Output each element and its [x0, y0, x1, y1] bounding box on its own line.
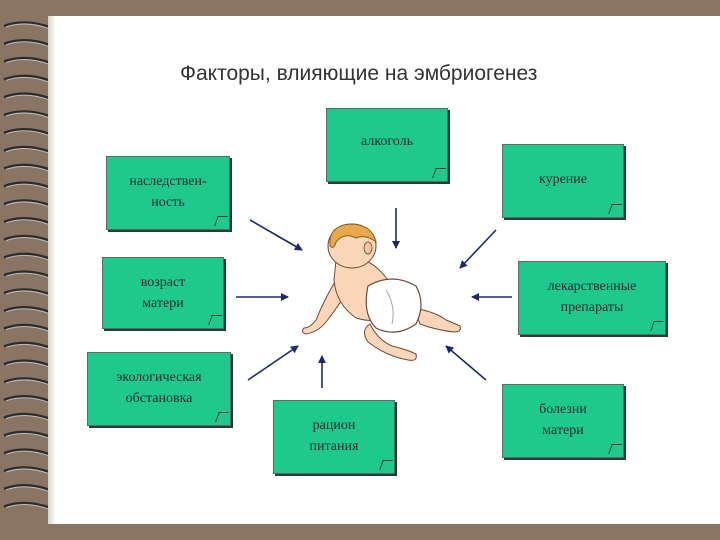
- spiral-loop-highlight: [5, 254, 51, 261]
- spiral-loop: [3, 430, 53, 439]
- spiral-loop: [3, 56, 53, 65]
- spiral-loop: [3, 288, 53, 297]
- spiral-loop: [3, 21, 53, 30]
- spiral-loop: [3, 145, 53, 154]
- spiral-loop-highlight: [5, 415, 51, 422]
- spiral-loop: [3, 484, 53, 492]
- spiral-binding-icon: [3, 21, 53, 511]
- spiral-loop-highlight: [5, 379, 51, 386]
- spiral-loop: [3, 341, 53, 350]
- factor-nutrition-line1: рацион: [312, 418, 356, 433]
- factor-nutrition-line2: питания: [309, 439, 359, 454]
- spiral-loop-highlight: [5, 343, 51, 350]
- spiral-loop: [3, 199, 53, 208]
- spiral-loop: [3, 270, 53, 279]
- spiral-loop-highlight: [5, 59, 51, 66]
- factor-mother-age-line1: возраст: [140, 275, 186, 290]
- factor-medicines-line1: лекарственные: [547, 279, 637, 294]
- spiral-loop: [3, 412, 53, 421]
- factor-smoking-label: курение: [538, 172, 587, 187]
- spiral-loop-highlight: [5, 76, 51, 83]
- spiral-loop: [3, 306, 53, 314]
- factor-mother-age-line2: матери: [142, 296, 184, 311]
- spiral-loop: [3, 217, 53, 225]
- spiral-loop: [3, 501, 53, 510]
- factor-heredity-line1: наследствен-: [129, 174, 207, 189]
- baby-illustration: [301, 223, 461, 361]
- spiral-loop-highlight: [5, 112, 51, 119]
- factor-ecology: экологическая обстановка: [87, 352, 231, 426]
- spiral-loop-highlight: [5, 219, 51, 226]
- factor-ecology-line2: обстановка: [125, 391, 193, 406]
- spiral-loop-highlight: [5, 94, 51, 101]
- spiral-loop-highlight: [5, 361, 51, 368]
- spiral-loop: [3, 234, 53, 243]
- spiral-loop-highlight: [5, 148, 51, 155]
- factor-mother-diseases-line2: матери: [542, 423, 584, 438]
- spiral-loop: [3, 128, 53, 136]
- spiral-loop-highlight: [5, 23, 51, 30]
- spiral-loop: [3, 395, 53, 403]
- spiral-loop: [3, 74, 53, 83]
- spiral-loop: [3, 377, 53, 386]
- arrow-ecology: [247, 345, 299, 381]
- slide-title: Факторы, влияющие на эмбриогенез: [180, 62, 538, 85]
- spiral-loop: [3, 181, 53, 190]
- spiral-loop-highlight: [5, 237, 51, 244]
- factor-smoking: курение: [502, 144, 624, 218]
- factor-alcohol: алкоголь: [326, 108, 448, 182]
- spiral-loop-highlight: [5, 486, 51, 493]
- spiral-loop-highlight: [5, 308, 51, 315]
- spiral-loop: [3, 323, 53, 332]
- spiral-loop-highlight: [5, 397, 51, 404]
- factor-nutrition: рацион питания: [273, 400, 395, 474]
- spiral-loop: [3, 163, 53, 172]
- arrow-heredity: [249, 219, 303, 251]
- spiral-loop-highlight: [5, 326, 51, 333]
- spiral-loop: [3, 92, 53, 101]
- factor-heredity-line2: ность: [151, 195, 185, 210]
- spiral-loop-highlight: [5, 290, 51, 297]
- spiral-loop: [3, 466, 53, 475]
- factor-heredity: наследствен- ность: [106, 156, 230, 230]
- spiral-loop: [3, 359, 53, 368]
- spiral-loop-highlight: [5, 41, 51, 48]
- spiral-loop: [3, 252, 53, 261]
- spiral-loop-highlight: [5, 504, 51, 511]
- spiral-loop-highlight: [5, 468, 51, 475]
- factor-medicines-line2: препараты: [560, 300, 624, 315]
- arrow-smoking: [459, 229, 497, 269]
- factor-alcohol-label: алкоголь: [361, 134, 413, 149]
- spiral-loop-highlight: [5, 450, 51, 457]
- spiral-loop-highlight: [5, 201, 51, 208]
- spiral-loop-highlight: [5, 183, 51, 190]
- arrow-mother-diseases: [445, 345, 487, 381]
- spiral-loop-highlight: [5, 432, 51, 439]
- page-shadow: [48, 16, 56, 524]
- factor-mother-age: возраст матери: [102, 257, 224, 329]
- spiral-loop: [3, 39, 53, 47]
- spiral-loop-highlight: [5, 130, 51, 137]
- spiral-loop: [3, 448, 53, 457]
- spiral-loop-highlight: [5, 165, 51, 172]
- factor-mother-diseases-line1: болезни: [539, 402, 587, 417]
- spiral-loop: [3, 110, 53, 119]
- factor-medicines: лекарственные препараты: [518, 261, 666, 335]
- spiral-loop-highlight: [5, 272, 51, 279]
- factor-ecology-line1: экологическая: [116, 370, 202, 385]
- factor-mother-diseases: болезни матери: [502, 384, 624, 458]
